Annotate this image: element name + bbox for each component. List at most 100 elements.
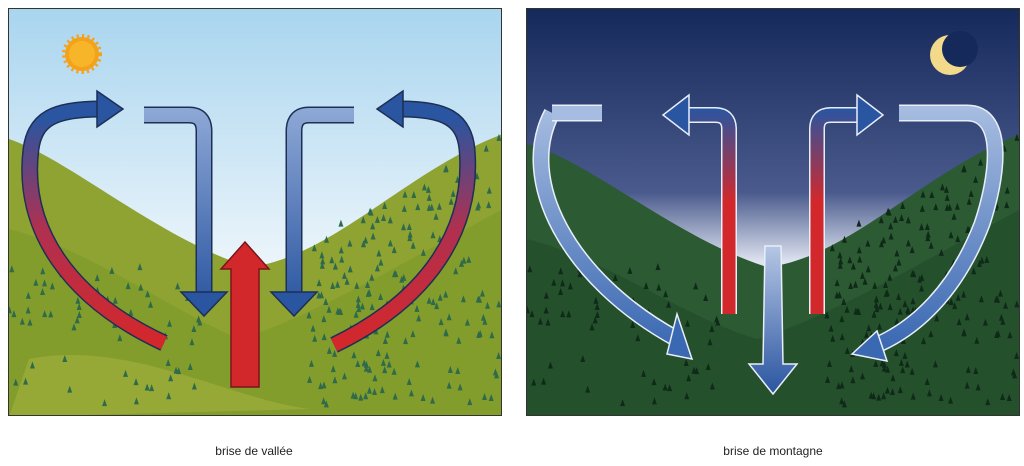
tree: [443, 290, 449, 298]
tree: [898, 358, 904, 366]
tree: [897, 386, 903, 394]
tree: [446, 381, 452, 389]
tree: [683, 358, 689, 366]
tree: [985, 398, 991, 406]
tree: [902, 300, 908, 308]
tree: [165, 358, 171, 366]
tree: [558, 267, 564, 275]
rising-loop-arrow-right: [330, 89, 477, 353]
tree: [547, 361, 553, 369]
tree: [910, 392, 916, 400]
tree: [850, 262, 856, 270]
tree: [434, 302, 440, 310]
tree: [74, 316, 80, 324]
tree: [829, 244, 835, 252]
tree: [966, 197, 972, 205]
tree: [1014, 300, 1019, 308]
tree: [387, 239, 393, 247]
tree: [928, 330, 934, 338]
tree: [416, 314, 422, 322]
tree: [166, 392, 172, 400]
tree: [318, 382, 324, 390]
tree: [944, 193, 950, 201]
tree: [839, 333, 845, 341]
tree: [374, 215, 380, 223]
tree: [577, 270, 583, 278]
tree: [529, 310, 535, 318]
tree: [344, 277, 350, 285]
tree: [475, 295, 481, 303]
tree: [308, 359, 314, 367]
tree: [948, 396, 954, 404]
tree: [426, 193, 432, 201]
tree: [326, 346, 332, 354]
tree: [370, 232, 376, 240]
tree: [496, 133, 501, 141]
tree: [857, 255, 863, 263]
tree: [446, 313, 452, 321]
tree: [329, 256, 335, 264]
tree: [830, 334, 836, 342]
caption-valley-breeze: brise de vallée: [215, 444, 293, 458]
tree: [372, 387, 378, 395]
tree: [485, 301, 491, 309]
tree: [9, 306, 12, 314]
tree: [482, 317, 488, 325]
tree: [881, 236, 887, 244]
tree: [323, 298, 329, 306]
tree: [703, 294, 709, 302]
tree: [351, 351, 357, 359]
tree: [834, 291, 840, 299]
tree: [956, 318, 962, 326]
tree: [347, 265, 353, 273]
tree: [94, 274, 100, 282]
tree: [430, 396, 436, 404]
tree: [874, 305, 880, 313]
tree: [482, 393, 488, 401]
tree: [410, 330, 416, 338]
tree: [62, 354, 68, 362]
tree: [353, 310, 359, 318]
tree: [48, 310, 54, 318]
tree: [102, 399, 108, 407]
tree: [133, 397, 139, 405]
tree: [382, 336, 388, 344]
tree: [651, 378, 657, 386]
tree: [369, 303, 375, 311]
tree: [191, 382, 197, 390]
tree: [197, 318, 203, 326]
tree: [954, 202, 960, 210]
tree: [321, 315, 327, 323]
tree: [359, 302, 365, 310]
tree: [961, 290, 967, 298]
tree: [112, 296, 118, 304]
tree: [430, 231, 436, 239]
tree: [1003, 301, 1009, 309]
tree: [407, 230, 413, 238]
tree: [403, 337, 409, 345]
tree: [355, 360, 361, 368]
tree: [436, 202, 442, 210]
tree: [592, 316, 598, 324]
tree: [527, 306, 530, 314]
tree: [312, 334, 318, 342]
tree: [878, 240, 884, 248]
tree: [29, 361, 35, 369]
tree: [902, 351, 908, 359]
tree: [323, 400, 329, 408]
tree: [964, 313, 970, 321]
tree: [464, 318, 470, 326]
moon-icon: [930, 31, 978, 75]
tree: [848, 365, 854, 373]
sinking-loop-arrow-right: [850, 104, 1004, 362]
tree: [643, 282, 649, 290]
tree: [448, 197, 454, 205]
tree: [335, 307, 341, 315]
tree: [384, 351, 390, 359]
tree: [873, 301, 879, 309]
tree: [541, 377, 547, 385]
tree: [973, 175, 979, 183]
tree: [386, 360, 392, 368]
tree: [338, 219, 344, 227]
tree: [841, 235, 847, 243]
